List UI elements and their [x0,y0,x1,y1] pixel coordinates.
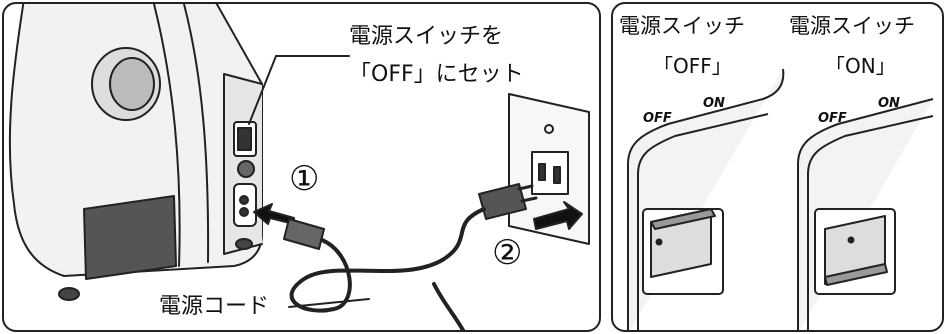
switch-states-panel: 電源スイッチ 「OFF」 電源スイッチ 「ON」 OFF ON OFF ON [611,2,944,332]
off-view-on-mark: ON [703,96,725,111]
callout-line-2: 「OFF」にセット [349,62,524,87]
on-switch-title: 電源スイッチ [789,14,915,38]
off-switch-title: 電源スイッチ [619,14,745,38]
off-switch-state: 「OFF」 [653,54,732,78]
machine-and-outlet-drawing [8,4,590,330]
off-view-off-mark: OFF [643,111,672,126]
step-2-marker: ② [492,233,523,273]
on-switch-state: 「ON」 [825,54,896,78]
on-view-off-mark: OFF [818,111,847,126]
step-1-marker: ① [289,159,320,199]
callout-line-1: 電源スイッチを [349,24,504,49]
connection-illustration-panel: 電源スイッチを 「OFF」にセット ① ② 電源コード [2,2,601,332]
on-view-on-mark: ON [878,96,900,111]
switch-closeups-drawing [627,68,934,330]
power-cord-label: 電源コード [159,294,270,319]
